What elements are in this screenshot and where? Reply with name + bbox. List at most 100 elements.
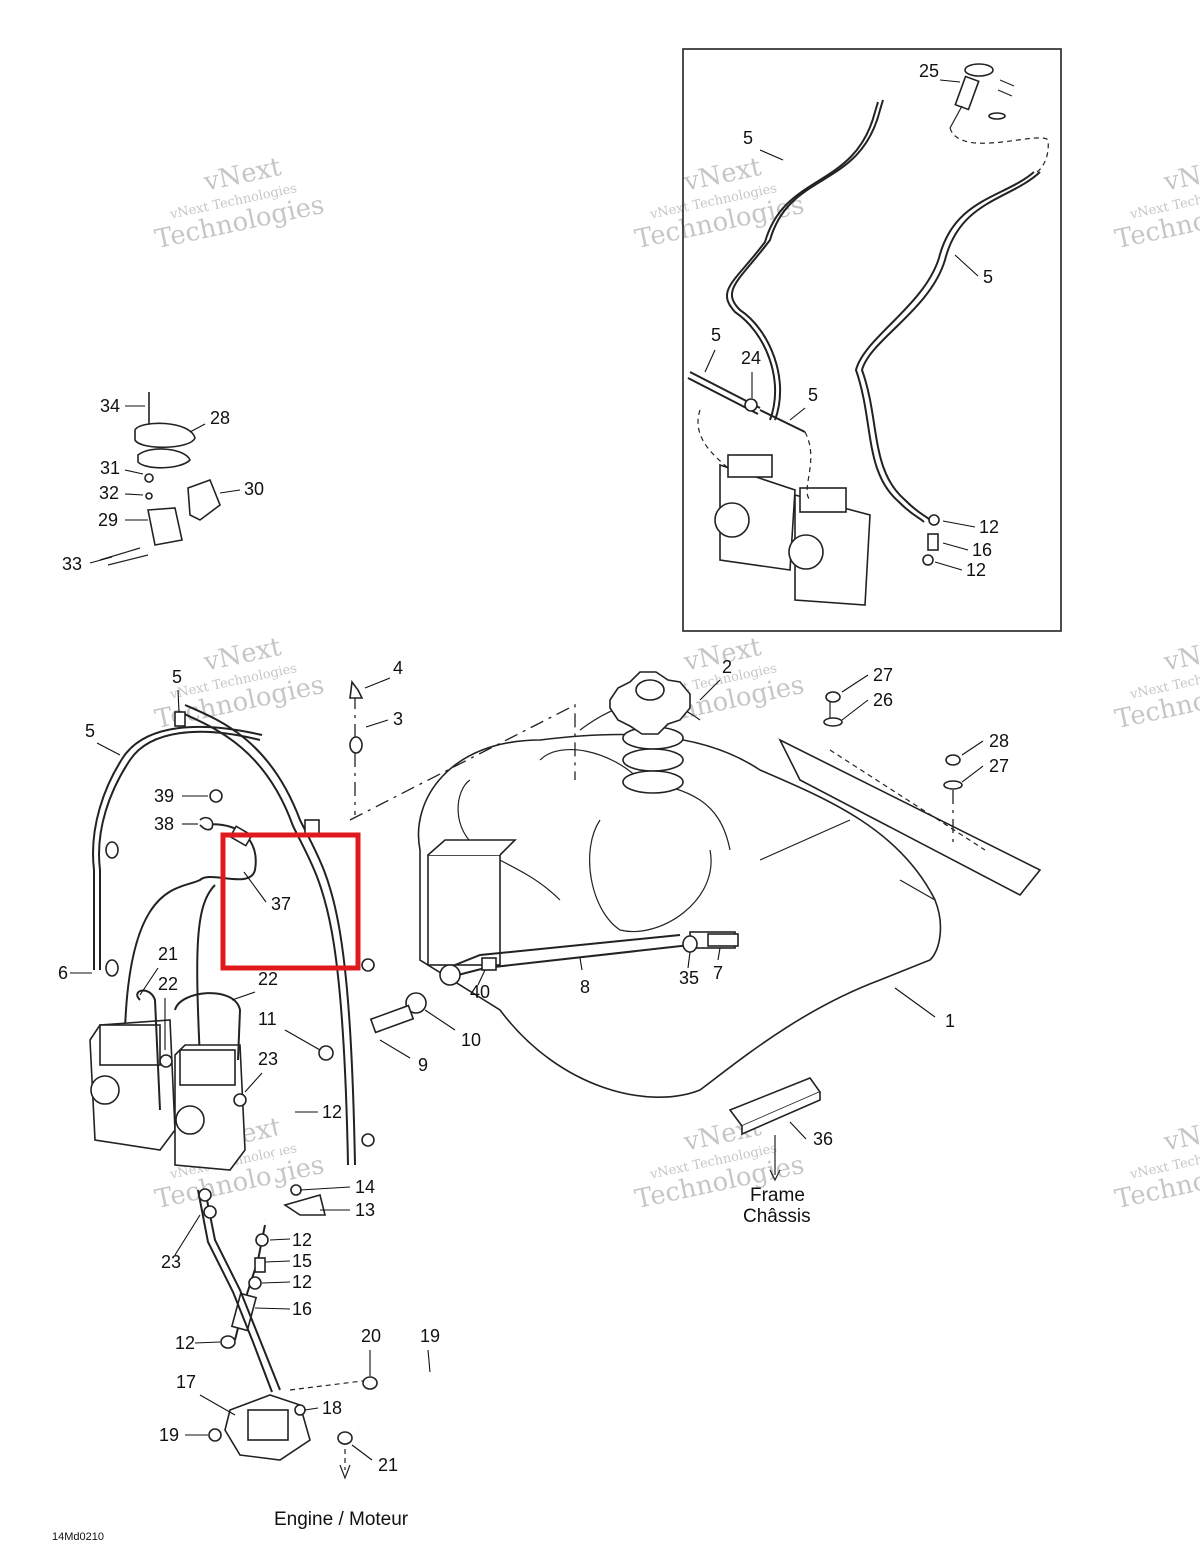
callout-5: 5 <box>85 721 95 741</box>
callout-29: 29 <box>98 510 118 530</box>
leader-line <box>379 1039 411 1059</box>
callout-33: 33 <box>62 554 82 574</box>
callout-27: 27 <box>873 665 893 685</box>
callout-28: 28 <box>210 408 230 428</box>
callout-39: 39 <box>154 786 174 806</box>
watermark-vnext: vNext <box>1160 1112 1200 1158</box>
leader-line <box>243 871 267 903</box>
callout-31: 31 <box>100 458 120 478</box>
inset-clamps <box>922 514 940 566</box>
callout-12: 12 <box>292 1230 312 1250</box>
leader-lines <box>70 79 984 1461</box>
callout-12: 12 <box>322 1102 342 1122</box>
figure-code: 14Md0210 <box>52 1531 104 1543</box>
callout-36: 36 <box>813 1129 833 1149</box>
leader-line <box>219 489 241 494</box>
callout-11: 11 <box>258 1009 277 1029</box>
callout-12: 12 <box>979 517 999 537</box>
callout-4: 4 <box>393 658 403 678</box>
leader-line <box>177 689 180 713</box>
highlight-box <box>220 832 361 971</box>
leader-line <box>939 79 961 83</box>
tank-support <box>728 1077 822 1182</box>
leader-line <box>789 407 806 421</box>
leader-line <box>299 1186 351 1191</box>
callout-10: 10 <box>461 1030 481 1050</box>
callout-15: 15 <box>292 1251 312 1271</box>
leader-line <box>364 677 391 689</box>
leader-line <box>894 987 936 1018</box>
carburetors <box>89 989 246 1171</box>
callout-17: 17 <box>176 1372 196 1392</box>
callout-5: 5 <box>172 667 182 687</box>
leader-line <box>942 520 976 528</box>
leader-line <box>194 1341 221 1344</box>
inset-carburetors <box>697 409 871 606</box>
callout-28: 28 <box>989 731 1009 751</box>
leader-line <box>254 1307 291 1310</box>
leader-line <box>199 1394 236 1416</box>
callout-20: 20 <box>361 1326 381 1346</box>
callout-16: 16 <box>972 540 992 560</box>
callout-25: 25 <box>919 61 939 81</box>
callout-21: 21 <box>158 944 178 964</box>
fuel-pump <box>208 1394 311 1461</box>
leader-line <box>759 149 784 161</box>
callout-3: 3 <box>393 709 403 729</box>
leader-line <box>124 493 144 496</box>
leader-line <box>89 556 113 564</box>
callout-5: 5 <box>743 128 753 148</box>
callout-5: 5 <box>711 325 721 345</box>
callout-9: 9 <box>418 1055 428 1075</box>
watermark-vnext: vNext <box>1160 632 1200 678</box>
callout-12: 12 <box>175 1333 195 1353</box>
leader-line <box>351 1444 373 1461</box>
callout-35: 35 <box>679 968 699 988</box>
callout-23: 23 <box>161 1252 181 1272</box>
leader-line <box>304 1407 319 1411</box>
leader-line <box>477 969 486 986</box>
leader-line <box>942 542 969 551</box>
leader-line <box>954 254 979 277</box>
leader-line <box>579 957 583 971</box>
callout-12: 12 <box>966 560 986 580</box>
callout-27: 27 <box>989 756 1009 776</box>
callout-16: 16 <box>292 1299 312 1319</box>
callout-34: 34 <box>100 396 120 416</box>
callout-24: 24 <box>741 348 761 368</box>
leader-line <box>961 765 984 783</box>
mounting-rail <box>778 691 1042 897</box>
callout-18: 18 <box>322 1398 342 1418</box>
throttle-bracket-group <box>99 392 221 566</box>
engine-label: Engine / Moteur <box>274 1509 409 1530</box>
small-fittings <box>105 679 739 1445</box>
leader-line <box>717 947 721 961</box>
callout-37: 37 <box>271 894 291 914</box>
leader-line <box>841 699 869 721</box>
callout-5: 5 <box>983 267 993 287</box>
primer-pump <box>949 63 1015 129</box>
callout-5: 5 <box>808 385 818 405</box>
callout-38: 38 <box>154 814 174 834</box>
callout-40: 40 <box>470 982 490 1002</box>
callout-22: 22 <box>158 974 178 994</box>
callout-7: 7 <box>713 963 723 983</box>
callout-30: 30 <box>244 479 264 499</box>
leader-line <box>244 1072 263 1093</box>
callout-1: 1 <box>945 1011 955 1031</box>
callout-21: 21 <box>378 1455 398 1475</box>
chassis-label: Châssis <box>743 1206 811 1227</box>
callout-23: 23 <box>258 1049 278 1069</box>
leader-line <box>174 1214 201 1256</box>
leader-line <box>264 1260 291 1263</box>
fuel-lines <box>92 695 438 1480</box>
leader-line <box>934 561 963 571</box>
